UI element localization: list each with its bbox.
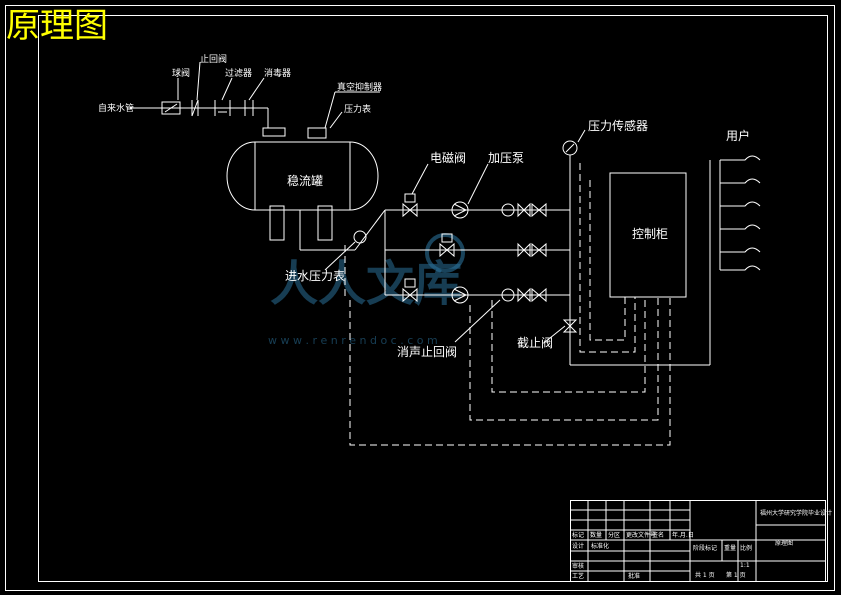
tb-process: 工艺 <box>572 572 584 580</box>
watermark: 人人文库 w w w . r e n r e n d o c . c o m <box>268 233 465 347</box>
tb-design: 设计 <box>572 542 584 550</box>
tb-sheet-no: 第 1 页 <box>726 571 746 579</box>
label-booster-pump: 加压泵 <box>488 151 524 165</box>
outer-frame <box>5 5 835 591</box>
watermark-logo-icon <box>425 233 465 273</box>
tb-standardize: 标准化 <box>591 542 609 550</box>
page-title: 原理图 <box>6 6 108 46</box>
labels: 自来水管 球阀 止回阀 过滤器 消毒器 真空抑制器 压力表 稳流罐 电磁阀 加压… <box>98 53 750 359</box>
label-filter: 过滤器 <box>225 67 252 79</box>
tb-weight: 重量 <box>724 544 736 552</box>
silencer-check-1-icon <box>501 203 515 217</box>
tb-date: 年.月.日 <box>672 531 694 539</box>
tb-file-no: 更改文件号 <box>626 531 656 539</box>
label-ball-valve: 球阀 <box>172 67 190 79</box>
tb-approve: 批准 <box>628 572 640 580</box>
ball-valve-icon <box>161 101 181 115</box>
solenoid-valve-2-icon <box>439 242 455 258</box>
inlet-gauge-icon <box>353 230 367 244</box>
tank-inlet-flange <box>262 127 286 137</box>
label-stop-valve: 截止阀 <box>517 336 553 350</box>
pump-3-icon <box>451 286 469 304</box>
tb-stage-mark: 阶段标记 <box>693 544 717 552</box>
label-pressure-sensor: 压力传感器 <box>588 118 648 133</box>
tb-mark: 标记 <box>572 531 584 539</box>
label-inlet-gauge: 进水压力表 <box>285 269 345 283</box>
pump-1-icon <box>451 201 469 219</box>
label-user: 用户 <box>726 128 750 143</box>
label-sterilizer: 消毒器 <box>264 67 291 79</box>
tb-drawing-name: 原理图 <box>775 540 793 547</box>
label-tank: 稳流罐 <box>287 173 323 188</box>
watermark-url: w w w . r e n r e n d o c . c o m <box>268 334 438 347</box>
vacuum-suppressor-icon <box>307 127 327 139</box>
title-block: 福州大学研究学院毕业设计 原理图 标记 数量 分区 更改文件号 签名 年.月.日… <box>570 500 832 582</box>
label-control-cabinet: 控制柜 <box>632 227 668 241</box>
solenoid-valve-3-icon <box>402 287 418 303</box>
tank-leg-left <box>269 205 285 241</box>
label-pressure-gauge: 压力表 <box>344 103 371 115</box>
gate-valve-2-icon <box>517 242 531 258</box>
tb-sheets-total: 共 1 页 <box>695 571 715 579</box>
solenoid-valve-1-icon <box>402 202 418 218</box>
user-taps <box>720 155 761 271</box>
gate-valve-1-icon <box>517 202 531 218</box>
control-cabinet-box <box>609 172 687 298</box>
label-solenoid-valve: 电磁阀 <box>430 150 466 165</box>
stop-valve-icon <box>562 319 578 333</box>
tb-check: 审核 <box>572 562 584 570</box>
inner-frame <box>38 15 828 582</box>
label-check-valve: 止回阀 <box>200 53 227 65</box>
tb-sign: 签名 <box>652 531 664 539</box>
tank-leg-right <box>317 205 333 241</box>
tb-revision: 分区 <box>608 531 620 539</box>
tb-scale: 比例 <box>740 544 752 552</box>
control-wiring <box>344 163 671 446</box>
tb-quantity: 数量 <box>590 531 602 539</box>
pressure-sensor-icon <box>562 140 578 156</box>
label-water-supply: 自来水管 <box>98 102 134 114</box>
tb-scale-value: 1:1 <box>740 562 750 569</box>
gate-valve-3-icon <box>517 287 531 303</box>
silencer-check-3-icon <box>501 288 515 302</box>
tb-company: 福州大学研究学院毕业设计 <box>760 509 832 517</box>
label-vacuum-suppressor: 真空抑制器 <box>337 81 382 93</box>
label-silencer-check-valve: 消声止回阀 <box>397 345 457 359</box>
